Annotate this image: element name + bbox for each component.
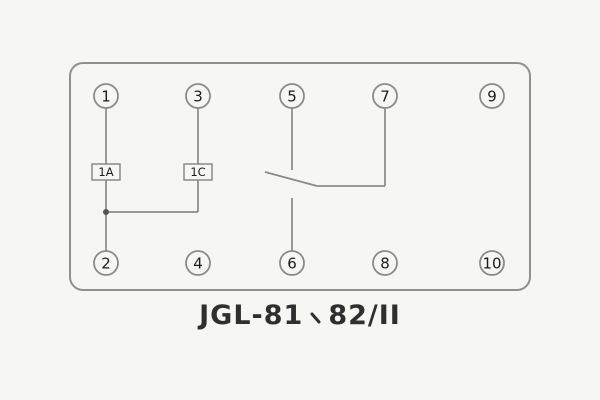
contact-blade: [264, 171, 318, 187]
terminal-1-number: 1: [101, 88, 111, 106]
terminal-8: 8: [372, 250, 398, 276]
terminal-10: 10: [479, 250, 505, 276]
terminal-5-circle: [279, 83, 305, 109]
terminal-6: 6: [279, 250, 305, 276]
terminal-2-number: 2: [101, 255, 111, 273]
terminal-1-circle: [93, 83, 119, 109]
model-title: JGL-81 82/II: [0, 300, 600, 331]
terminal-9-circle: [479, 83, 505, 109]
model-title-left: JGL-81: [199, 300, 304, 331]
terminal-4: 4: [185, 250, 211, 276]
ideographic-comma-separator: [310, 312, 321, 324]
terminal-6-number: 6: [287, 255, 297, 273]
terminal-row-bottom: 2 4 6 8 10: [93, 250, 505, 276]
terminal-3-number: 3: [193, 88, 203, 106]
terminal-2: 2: [93, 250, 119, 276]
terminal-3-circle: [185, 83, 211, 109]
terminal-9: 9: [479, 83, 505, 109]
terminal-7: 7: [372, 83, 398, 109]
terminal-5-number: 5: [287, 88, 297, 106]
relay-panel-outline: [69, 62, 531, 291]
terminal-row-top: 1 3 5 7 9: [93, 83, 505, 109]
terminal-7-circle: [372, 83, 398, 109]
terminal-2-circle: [93, 250, 119, 276]
coil-1c-label: 1C: [190, 165, 205, 179]
terminal-8-circle: [372, 250, 398, 276]
terminal-8-number: 8: [380, 255, 390, 273]
model-title-right: 82/II: [328, 300, 401, 331]
terminal-4-number: 4: [193, 255, 203, 273]
terminal-10-circle: [479, 250, 505, 276]
terminal-3: 3: [185, 83, 211, 109]
terminal-1: 1: [93, 83, 119, 109]
terminal-5: 5: [279, 83, 305, 109]
wiring: 1A 1C: [91, 108, 386, 251]
junction-dot: [103, 209, 109, 215]
terminal-4-circle: [185, 250, 211, 276]
coil-1a-label: 1A: [98, 165, 113, 179]
terminal-6-circle: [279, 250, 305, 276]
terminal-7-number: 7: [380, 88, 390, 106]
terminal-9-number: 9: [487, 88, 497, 106]
terminal-10-number: 10: [482, 255, 501, 273]
